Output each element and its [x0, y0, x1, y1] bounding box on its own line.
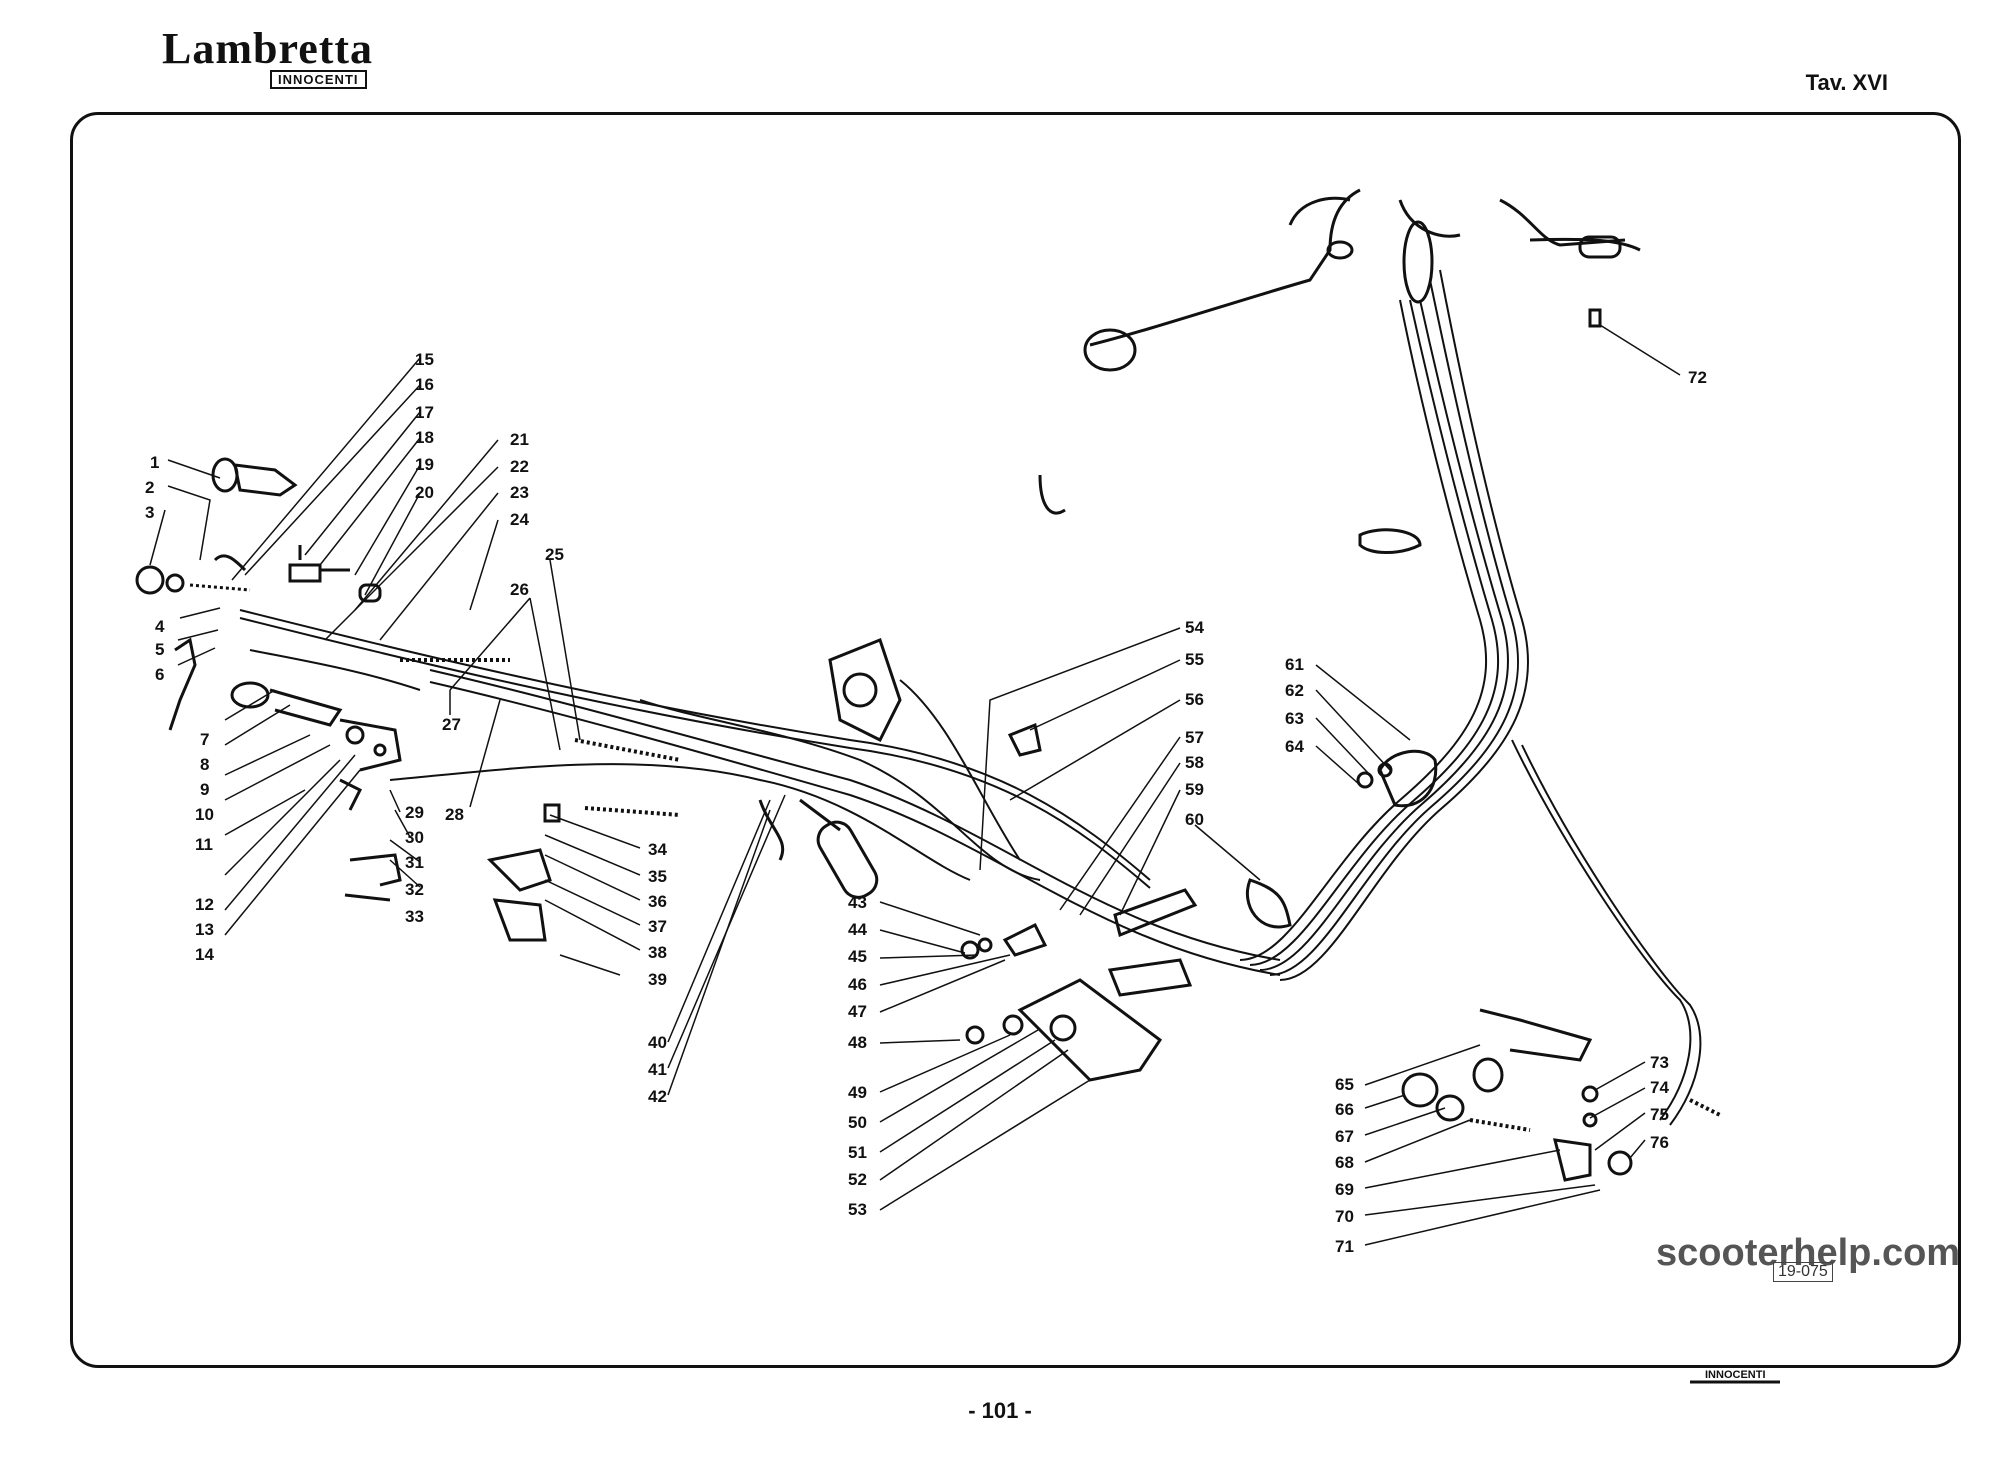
part-label: 67 — [1335, 1127, 1354, 1146]
part-label: 38 — [648, 943, 667, 962]
part-label: 47 — [848, 1002, 867, 1021]
brand-name: Lambretta — [162, 24, 374, 73]
part-label: 33 — [405, 907, 424, 926]
cable-bundle — [239, 269, 1702, 1126]
part-label: 15 — [415, 350, 434, 369]
part-label: 9 — [200, 780, 209, 799]
part-label: 74 — [1650, 1078, 1669, 1097]
part-label: 28 — [445, 805, 464, 824]
part-label: 27 — [442, 715, 461, 734]
part-label: 32 — [405, 880, 424, 899]
part-label: 22 — [510, 457, 529, 476]
spring-parts — [400, 658, 1721, 1132]
part-label: 62 — [1285, 681, 1304, 700]
part-label: 25 — [545, 545, 564, 564]
part-label: 54 — [1185, 618, 1204, 637]
part-label: 63 — [1285, 709, 1304, 728]
part-label: 5 — [155, 640, 164, 659]
part-label: 37 — [648, 917, 667, 936]
part-label: 46 — [848, 975, 867, 994]
part-label: 4 — [155, 617, 165, 636]
part-label: 52 — [848, 1170, 867, 1189]
part-label: 18 — [415, 428, 434, 447]
page-number: - 101 - — [968, 1398, 1032, 1423]
part-label: 10 — [195, 805, 214, 824]
watermark-code: 19-075 — [1773, 1262, 1833, 1282]
part-label: 19 — [415, 455, 434, 474]
part-label: 73 — [1650, 1053, 1669, 1072]
diagram-frame — [70, 112, 1961, 1368]
handlebar-drawing — [1083, 188, 1641, 372]
brand-sub: INNOCENTI — [270, 70, 367, 89]
part-label: 69 — [1335, 1180, 1354, 1199]
part-label: 65 — [1335, 1075, 1354, 1094]
part-label: 24 — [510, 510, 529, 529]
part-label: 12 — [195, 895, 214, 914]
part-label: 43 — [848, 893, 867, 912]
part-label: 58 — [1185, 753, 1204, 772]
leader-lines — [149, 324, 1681, 1246]
part-label: 23 — [510, 483, 529, 502]
part-label: 64 — [1285, 737, 1304, 756]
part-label: 36 — [648, 892, 667, 911]
innocenti-footer-logo: INNOCENTI — [1690, 1369, 1780, 1384]
part-label: 16 — [415, 375, 434, 394]
logo-text: INNOCENTI — [1705, 1369, 1766, 1381]
part-label: 70 — [1335, 1207, 1354, 1226]
part-label: 26 — [510, 580, 529, 599]
part-label: 68 — [1335, 1153, 1354, 1172]
part-label: 41 — [648, 1060, 667, 1079]
part-label: 8 — [200, 755, 209, 774]
part-label: 45 — [848, 947, 867, 966]
part-label: 6 — [155, 665, 164, 684]
part-label: 39 — [648, 970, 667, 989]
plate-title: Tav. XVI — [1805, 70, 1888, 95]
part-label: 2 — [145, 478, 154, 497]
part-label: 21 — [510, 430, 529, 449]
part-label: 55 — [1185, 650, 1204, 669]
part-label: 3 — [145, 503, 154, 522]
brand-logo: Lambretta INNOCENTI — [162, 24, 382, 89]
part-label: 1 — [150, 453, 159, 472]
part-label: 20 — [415, 483, 434, 502]
part-label: 59 — [1185, 780, 1204, 799]
part-label: 34 — [648, 840, 667, 859]
part-label: 72 — [1688, 368, 1707, 387]
watermark: scooterhelp.com — [1656, 1232, 1961, 1274]
part-label: 66 — [1335, 1100, 1354, 1119]
part-label: 71 — [1335, 1237, 1354, 1256]
part-labels: 1 2 3 4 5 6 7 8 9 10 11 12 13 14 15 16 1… — [145, 350, 1707, 1256]
part-label: 30 — [405, 828, 424, 847]
part-label: 35 — [648, 867, 667, 886]
part-label: 7 — [200, 730, 209, 749]
part-label: 60 — [1185, 810, 1204, 829]
part-label: 11 — [195, 835, 213, 854]
part-label: 17 — [415, 403, 434, 422]
part-label: 44 — [848, 920, 867, 939]
part-label: 76 — [1650, 1133, 1669, 1152]
part-label: 57 — [1185, 728, 1204, 747]
part-label: 14 — [195, 945, 214, 964]
part-label: 61 — [1285, 655, 1304, 674]
part-label: 50 — [848, 1113, 867, 1132]
part-label: 29 — [405, 803, 424, 822]
part-label: 48 — [848, 1033, 867, 1052]
part-label: 51 — [848, 1143, 867, 1162]
part-label: 13 — [195, 920, 214, 939]
part-label: 31 — [405, 853, 424, 872]
part-label: 42 — [648, 1087, 667, 1106]
part-label: 75 — [1650, 1105, 1669, 1124]
part-label: 49 — [848, 1083, 867, 1102]
part-label: 56 — [1185, 690, 1204, 709]
part-label: 53 — [848, 1200, 867, 1219]
part-label: 40 — [648, 1033, 667, 1052]
